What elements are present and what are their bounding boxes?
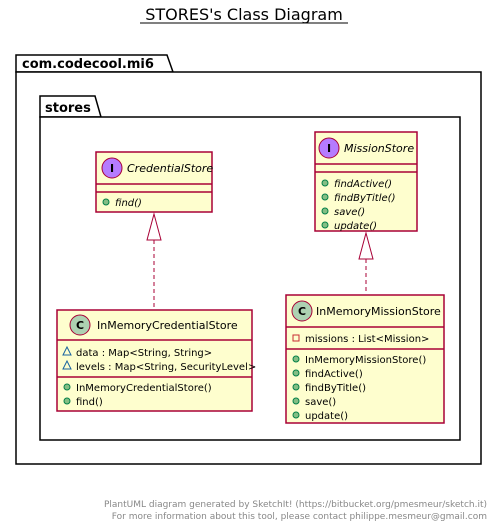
field: missions : List<Mission>: [305, 334, 429, 345]
diagram-title: STORES's Class Diagram: [145, 5, 343, 24]
footer-line-2: For more information about this tool, pl…: [112, 512, 487, 522]
public-visibility-icon: [63, 397, 71, 405]
footer-line-1: PlantUML diagram generated by SketchIt! …: [104, 500, 487, 510]
relation-mission-realization: [358, 231, 374, 293]
public-visibility-icon: [102, 198, 110, 206]
badge-letter: I: [110, 162, 114, 175]
interface-mission-store: I MissionStore findActive() findByTitle(…: [314, 131, 418, 232]
interface-badge-icon: [101, 157, 123, 179]
class-badge-icon: [291, 300, 313, 322]
public-visibility-icon: [321, 179, 329, 187]
method: findActive(): [334, 179, 392, 190]
private-visibility-icon: [292, 334, 300, 342]
badge-letter: I: [327, 142, 331, 155]
class-in-memory-mission-store: C InMemoryMissionStore missions : List<M…: [285, 294, 445, 424]
class-name: InMemoryCredentialStore: [97, 319, 238, 332]
public-visibility-icon: [292, 383, 300, 391]
badge-letter: C: [76, 319, 84, 332]
field: levels : Map<String, SecurityLevel>: [76, 362, 256, 373]
method: save(): [334, 207, 365, 218]
field: data : Map<String, String>: [76, 348, 212, 359]
package-label: stores: [45, 101, 91, 116]
public-visibility-icon: [292, 355, 300, 363]
method: find(): [115, 198, 142, 209]
public-visibility-icon: [63, 383, 71, 391]
class-badge-icon: [69, 314, 91, 336]
relation-credential-realization: [146, 212, 162, 308]
method: update(): [334, 221, 377, 232]
public-visibility-icon: [292, 411, 300, 419]
method: InMemoryMissionStore(): [305, 355, 426, 366]
method: findByTitle(): [334, 193, 395, 204]
public-visibility-icon: [292, 397, 300, 405]
realization-arrowhead: [146, 212, 162, 241]
package-visibility-icon: [62, 359, 72, 370]
class-name: InMemoryMissionStore: [316, 305, 441, 318]
method: findByTitle(): [305, 383, 366, 394]
package-visibility-icon: [62, 345, 72, 356]
public-visibility-icon: [321, 207, 329, 215]
public-visibility-icon: [292, 369, 300, 377]
badge-letter: C: [298, 305, 306, 318]
class-name: CredentialStore: [127, 162, 213, 175]
realization-arrowhead: [358, 231, 374, 260]
interface-credential-store: I CredentialStore find(): [95, 151, 213, 213]
class-name: MissionStore: [344, 142, 414, 155]
class-box: [285, 294, 445, 424]
package-label: com.codecool.mi6: [22, 57, 154, 72]
method: save(): [305, 397, 336, 408]
method: InMemoryCredentialStore(): [76, 383, 212, 394]
method: find(): [76, 397, 103, 408]
class-in-memory-credential-store: C InMemoryCredentialStore data : Map<Str…: [56, 309, 256, 412]
method: findActive(): [305, 369, 363, 380]
method: update(): [305, 411, 348, 422]
public-visibility-icon: [321, 221, 329, 229]
public-visibility-icon: [321, 193, 329, 201]
interface-badge-icon: [318, 137, 340, 159]
